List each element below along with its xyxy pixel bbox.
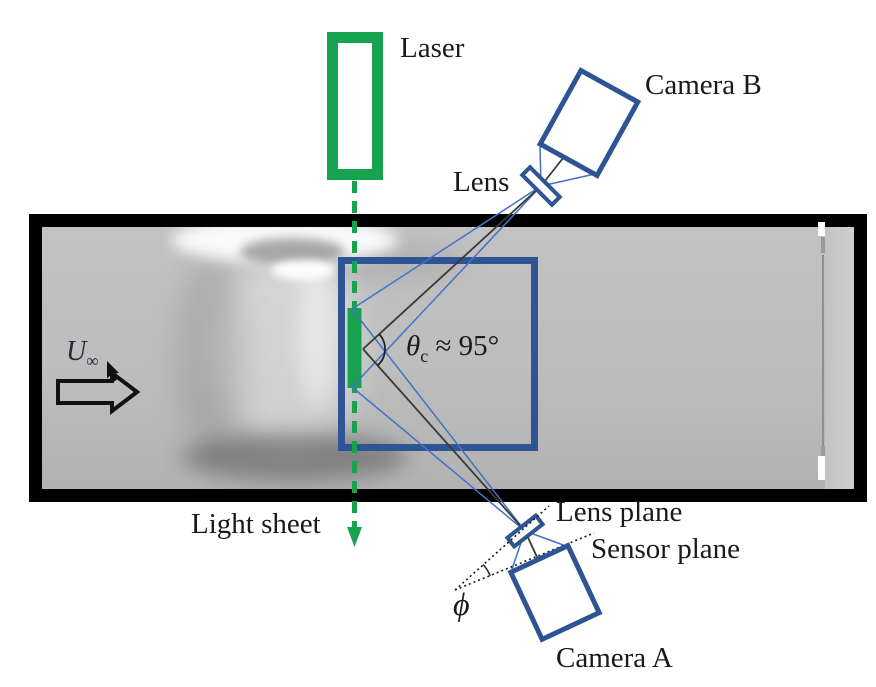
mouse-cursor-icon bbox=[107, 361, 119, 382]
theta-subscript: c bbox=[420, 345, 429, 366]
wake-dark-edge bbox=[175, 260, 245, 450]
lens-plane-line bbox=[454, 505, 550, 591]
flow-direction-arrow-icon bbox=[56, 368, 141, 416]
camera-b-label: Camera B bbox=[645, 69, 762, 101]
u-symbol: U bbox=[66, 336, 87, 367]
light-sheet-arrowhead-icon bbox=[347, 527, 362, 547]
phi-angle-arc bbox=[482, 564, 491, 577]
lens-label: Lens bbox=[453, 166, 510, 198]
camera-view-rays bbox=[351, 145, 596, 570]
theta-angle-label: θc ≈ 95° bbox=[406, 331, 499, 366]
cylinder-bottom-shadow bbox=[182, 433, 408, 481]
tunnel-end-strip bbox=[825, 227, 854, 489]
field-of-view-box bbox=[338, 257, 538, 451]
freestream-velocity-label: U∞ bbox=[66, 337, 99, 371]
u-subscript: ∞ bbox=[86, 351, 99, 371]
tunnel-end-marks bbox=[818, 222, 825, 480]
theta-symbol: θ bbox=[406, 330, 421, 362]
plane-construction-lines bbox=[454, 505, 595, 591]
cylinder-bright-spot bbox=[271, 260, 335, 280]
phi-angle-label: ϕ bbox=[453, 586, 470, 622]
lens-b-shape bbox=[519, 164, 563, 208]
laser-box bbox=[327, 32, 383, 180]
camera-a-label: Camera A bbox=[556, 642, 673, 674]
sensor-plane-line bbox=[454, 532, 595, 591]
camera-b-shape bbox=[536, 67, 642, 179]
theta-angle-arc bbox=[377, 333, 386, 367]
wake-light-streak bbox=[296, 255, 338, 405]
laser-label: Laser bbox=[400, 32, 465, 64]
light-sheet-segment bbox=[347, 308, 362, 388]
lens-plane-label: Lens plane bbox=[556, 496, 683, 528]
lens-a-shape bbox=[504, 512, 546, 550]
sensor-plane-label: Sensor plane bbox=[591, 533, 740, 565]
theta-value: ≈ 95° bbox=[435, 330, 500, 362]
camera-a-shape bbox=[507, 542, 603, 643]
light-sheet-label: Light sheet bbox=[191, 508, 321, 540]
